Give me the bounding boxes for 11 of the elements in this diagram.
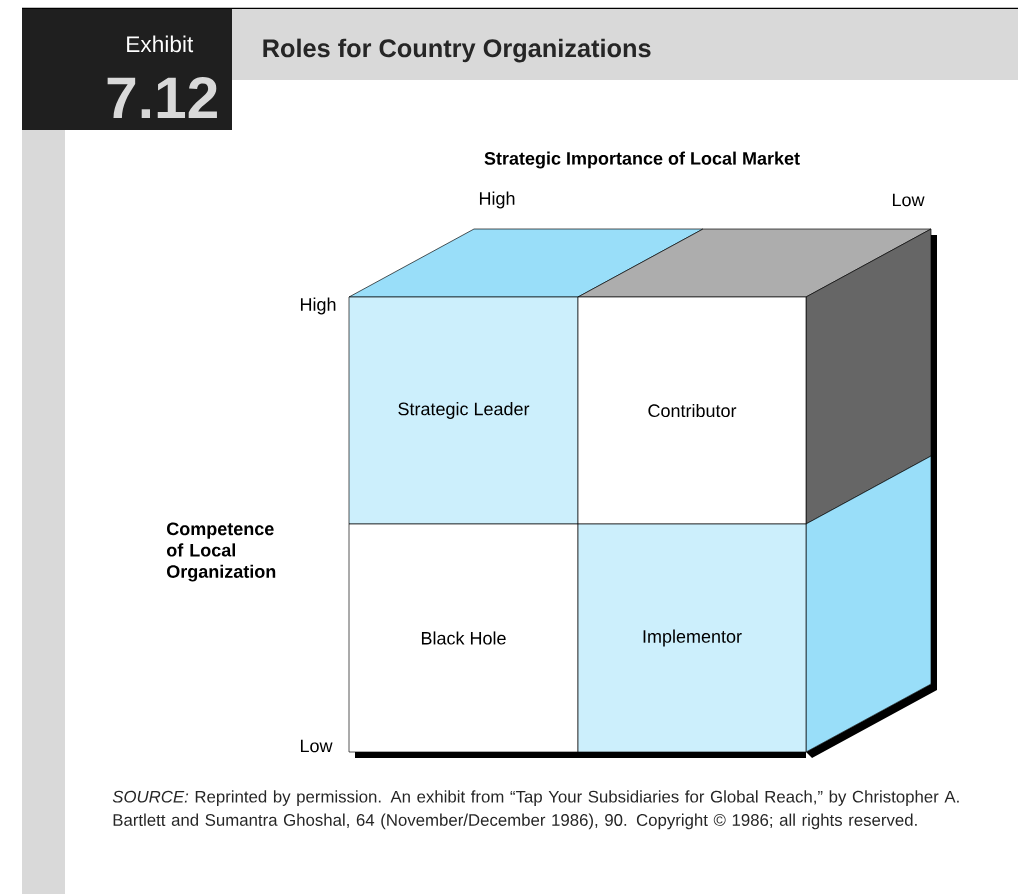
- axis-title: Competence of Local Organization: [167, 522, 276, 582]
- quadrant-box: Black Hole: [348, 523, 579, 753]
- source-note: SOURCE: Reprinted by permission. An exhibit from “Tap Your Subsidiaries for Global Reach,” by Christopher A. Bartlett and Sumantra Ghoshal, 64 (November/December 1986), 90. Copyright © 1986; all rights reserved.: [112, 790, 959, 830]
- title: Roles for Country Organizations: [263, 38, 651, 63]
- quadrant-box: Implementor: [577, 523, 807, 753]
- axis-label: Low: [893, 193, 925, 207]
- quadrant-box: Strategic Leader: [348, 296, 579, 525]
- axis-title: Strategic Importance of Local Market: [484, 151, 800, 169]
- axis-label: High: [480, 191, 515, 209]
- quadrant-box: Contributor: [577, 296, 807, 525]
- exhibit-badge: Exhibit 7.12: [22, 9, 232, 130]
